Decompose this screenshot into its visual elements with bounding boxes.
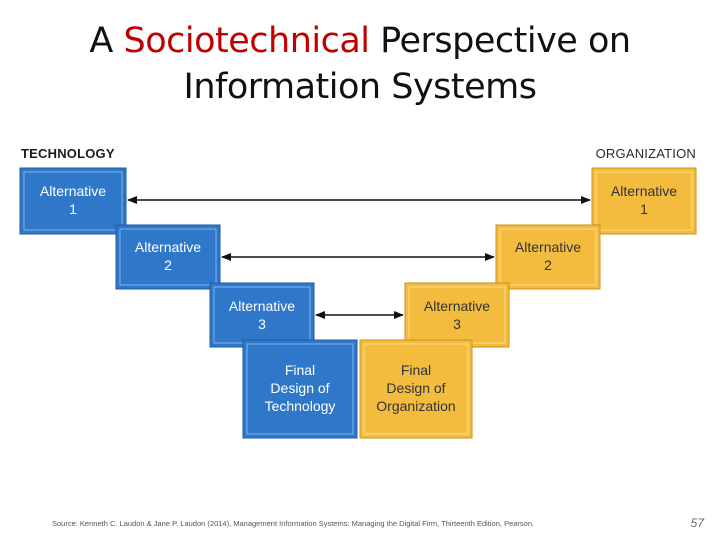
org-box-1: Alternative 1 <box>591 167 697 235</box>
org-box-1-line1: Alternative <box>611 183 677 199</box>
tech-box-3-line2: 3 <box>258 316 266 332</box>
tech-box-3: Alternative 3 <box>209 282 315 348</box>
tech-box-1-line1: Alternative <box>40 183 106 199</box>
tech-box-final-line3: Technology <box>265 398 336 414</box>
slide-title-line2: Information Systems <box>183 67 537 107</box>
org-box-3: Alternative 3 <box>404 282 510 348</box>
org-box-3-line1: Alternative <box>424 298 490 314</box>
tech-box-2-line2: 2 <box>164 257 172 273</box>
tech-box-2-line1: Alternative <box>135 239 201 255</box>
tech-box-final-line2: Design of <box>270 380 329 396</box>
organization-heading: ORGANIZATION <box>595 146 696 161</box>
tech-box-final-line1: Final <box>285 362 315 378</box>
title-highlight: Sociotechnical <box>123 21 371 61</box>
page-number: 57 <box>690 516 704 530</box>
tech-box-3-line1: Alternative <box>229 298 295 314</box>
technology-heading: TECHNOLOGY <box>21 146 115 161</box>
tech-box-2: Alternative 2 <box>115 224 221 290</box>
org-box-3-line2: 3 <box>453 316 461 332</box>
org-box-2-line2: 2 <box>544 257 552 273</box>
org-box-final-line1: Final <box>401 362 431 378</box>
slide-title: A Sociotechnical Perspective on Informat… <box>0 18 720 110</box>
source-citation: Source: Kenneth C. Laudon & Jane P. Laud… <box>52 519 535 528</box>
org-box-2-line1: Alternative <box>515 239 581 255</box>
org-box-2: Alternative 2 <box>495 224 601 290</box>
org-box-final-line3: Organization <box>376 398 455 414</box>
slide-title-line1: A Sociotechnical Perspective on <box>89 21 631 61</box>
org-box-1-line2: 1 <box>640 201 648 217</box>
tech-box-final: Final Design of Technology <box>242 339 358 439</box>
tech-box-1: Alternative 1 <box>19 167 127 235</box>
org-box-final: Final Design of Organization <box>359 339 473 439</box>
org-box-final-line2: Design of <box>386 380 445 396</box>
tech-box-1-line2: 1 <box>69 201 77 217</box>
